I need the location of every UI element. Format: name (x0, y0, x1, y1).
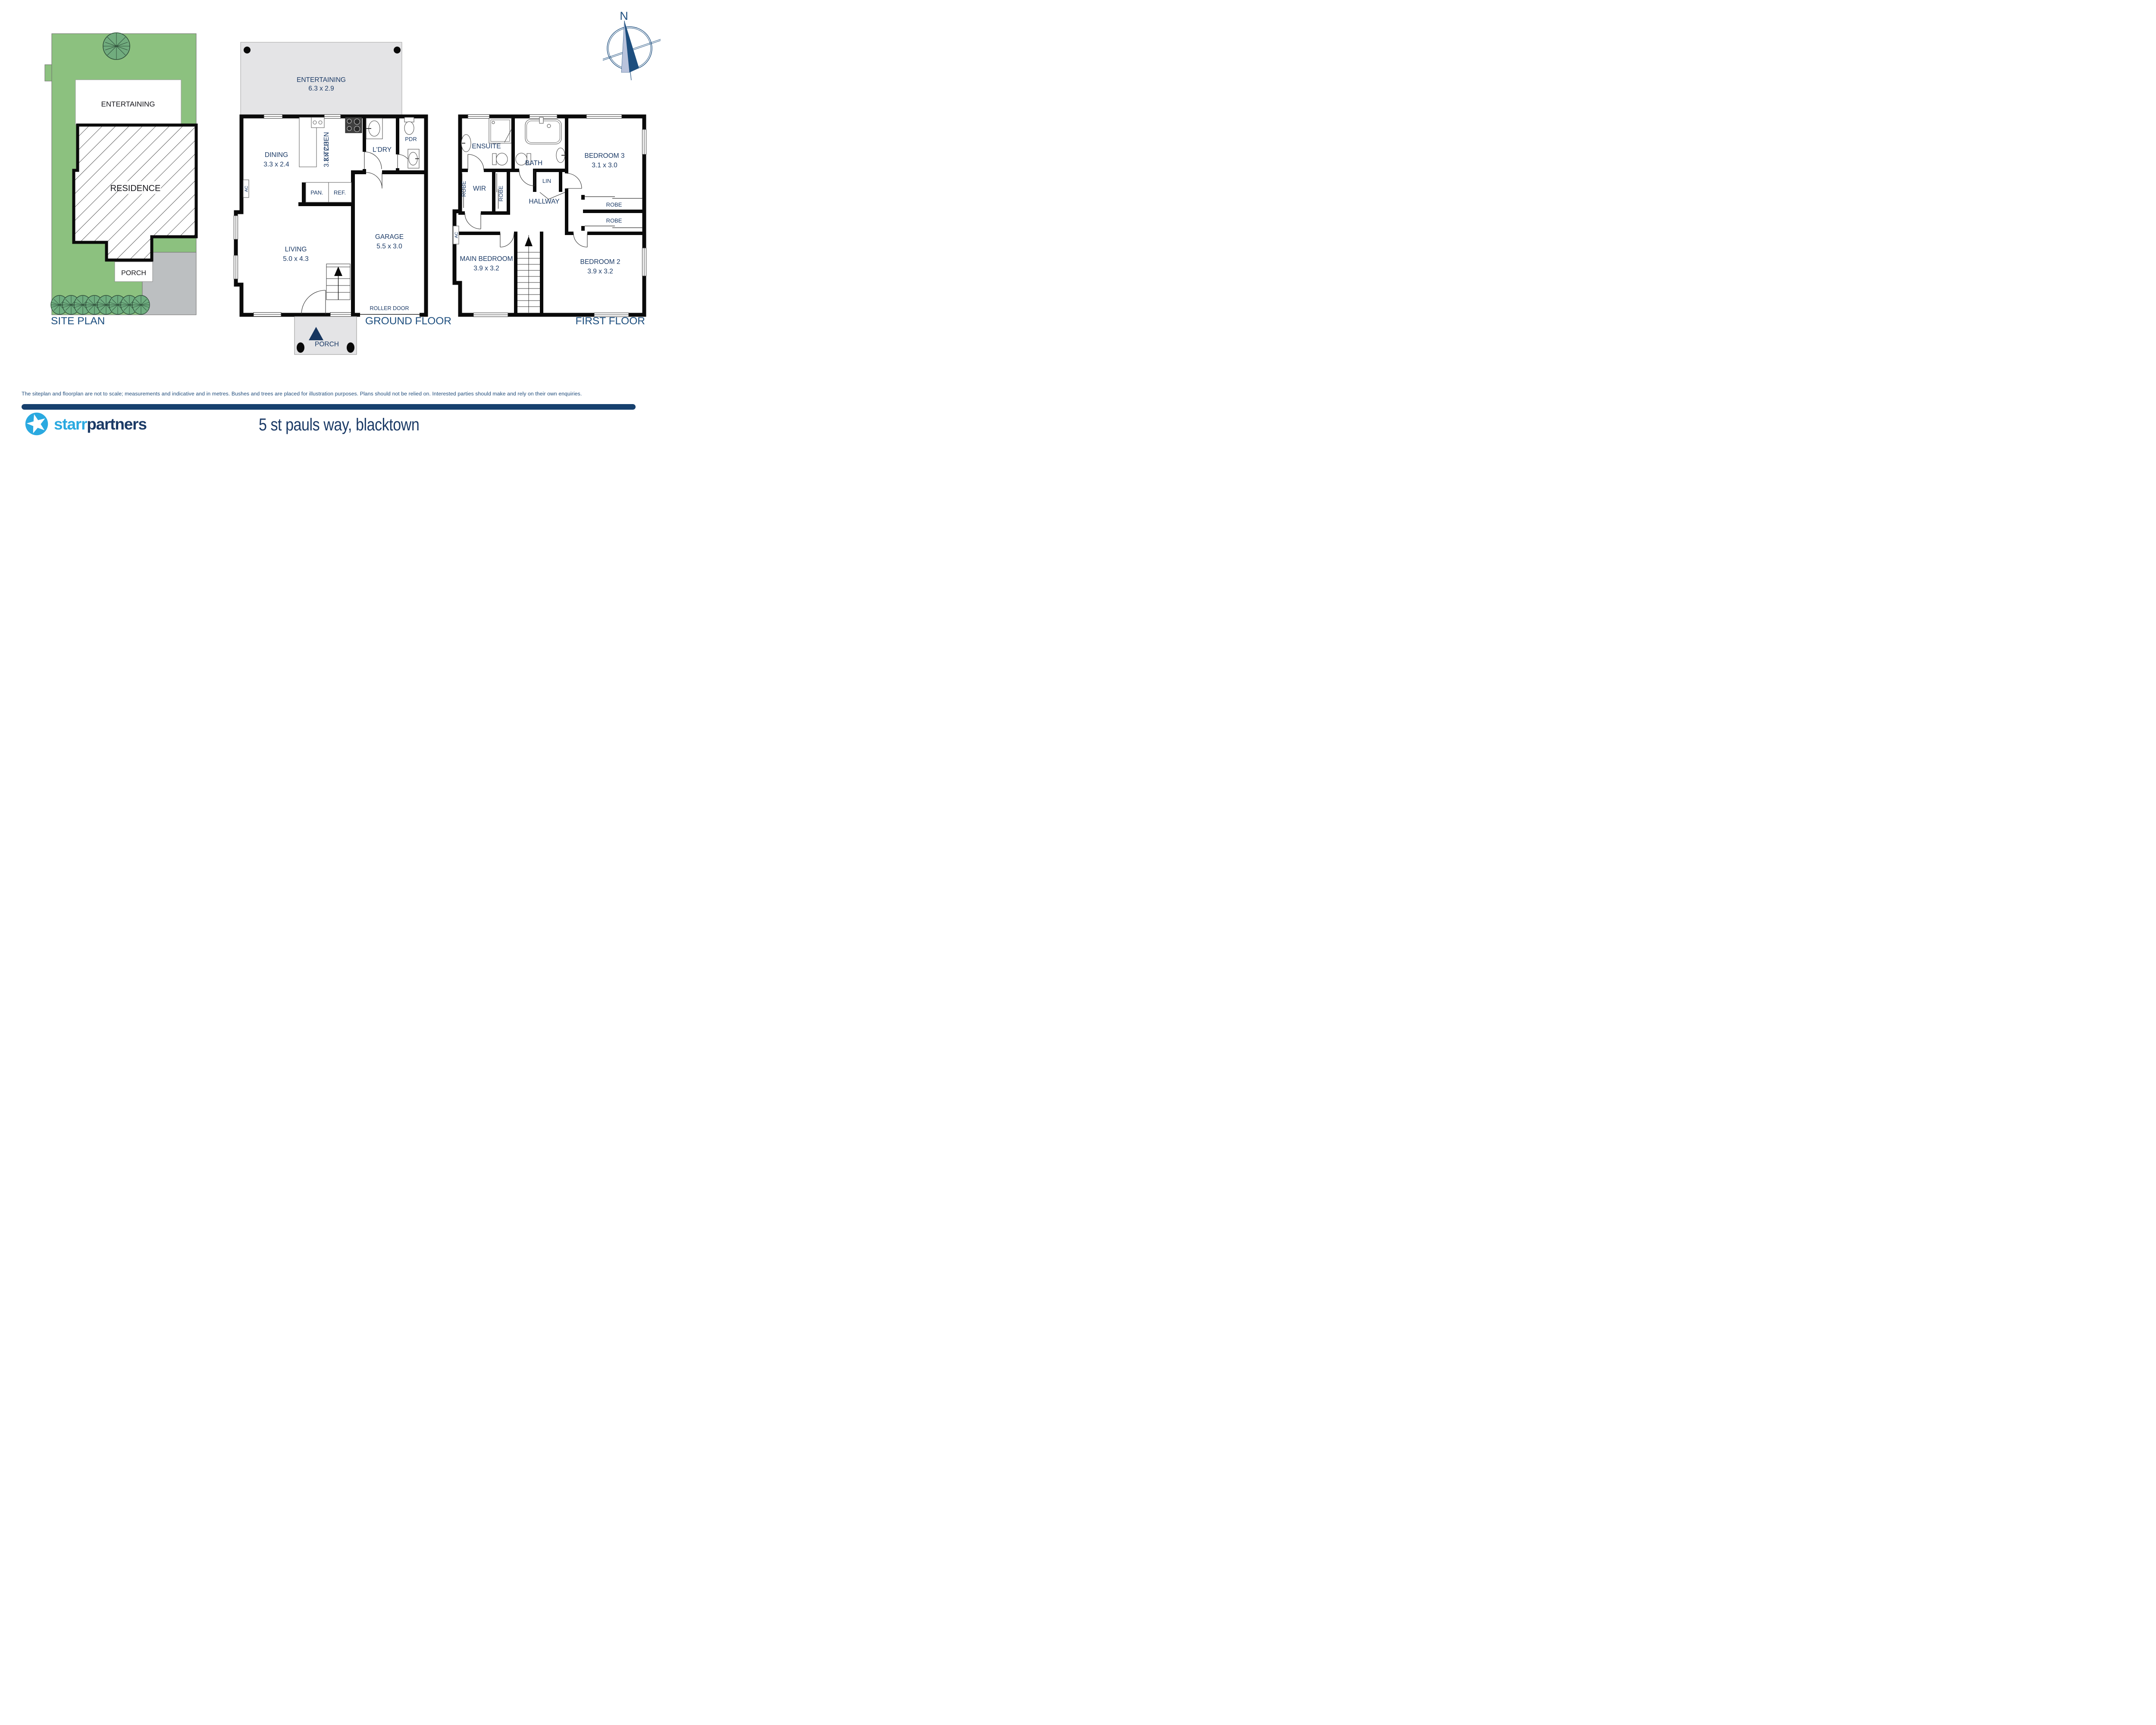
gf-interior-walls (298, 116, 428, 317)
living-dims: 5.0 x 4.3 (283, 255, 308, 263)
lin-label: LIN (542, 178, 551, 184)
bath-basin-icon (556, 147, 565, 163)
property-address: 5 st pauls way, blacktown (258, 415, 419, 434)
laundry-tub-icon (366, 118, 383, 139)
gf-outer-walls (234, 114, 428, 317)
porch-post-icon (297, 342, 304, 353)
ff-outer-walls (452, 114, 646, 317)
gf-window (234, 114, 354, 317)
kitchen-sink-icon (311, 117, 325, 128)
star-logo-icon (25, 412, 48, 436)
stairs-up-arrow-icon (334, 267, 342, 276)
ff-ac-unit (453, 226, 459, 245)
laundry-label: L'DRY (373, 146, 392, 154)
pantry-box (305, 182, 329, 203)
bath-toilet-icon (515, 153, 531, 166)
site-plan-title: SITE PLAN (51, 315, 105, 327)
site-residence-label-bg (121, 181, 161, 194)
disclaimer-text: The siteplan and floorplan are not to sc… (22, 391, 582, 397)
ensuite-basin-icon (461, 134, 471, 152)
toilet-icon (404, 117, 414, 135)
garage-label: GARAGE (375, 233, 404, 241)
fridge-label: REF. (334, 189, 346, 196)
robe-sliding-doors (461, 173, 642, 228)
living-label: LIVING (285, 246, 307, 253)
ff-window (467, 114, 646, 317)
ff-doors (464, 154, 588, 248)
porch-post-icon (347, 342, 354, 353)
kitchen-dims: 3.3 x 2.3 (323, 141, 330, 167)
floorplan-page: ENTERTAINING RESIDENCE PORCH SITE PLAN E… (0, 0, 666, 444)
first-floor-panel: AC ENSUITE BATH BEDROOM 3 3.1 x 3.0 ROBE… (452, 114, 646, 327)
ensuite-toilet-icon (492, 153, 508, 166)
brand-first-word: starr (54, 415, 87, 433)
gf-ac-label: AC (244, 185, 249, 192)
main-bedroom-label: MAIN BEDROOM (460, 255, 513, 263)
brand-second-word: partners (87, 415, 147, 433)
roller-door: ROLLER DOOR (360, 304, 420, 317)
bedroom3-dims: 3.1 x 3.0 (592, 162, 617, 169)
robe-wall-label: ROBE (461, 181, 467, 197)
footer-divider-bar (22, 404, 636, 410)
bedroom2-dims: 3.9 x 3.2 (587, 268, 613, 275)
gf-stairs (326, 263, 351, 300)
main-bedroom-dims: 3.9 x 3.2 (473, 265, 499, 272)
deck-post-icon (394, 47, 401, 53)
gf-entertaining-label: ENTERTAINING (297, 76, 346, 84)
robe-mid-label: ROBE (498, 185, 504, 201)
site-porch-label: PORCH (121, 270, 146, 277)
dining-dims: 3.3 x 2.4 (263, 161, 289, 168)
gf-entertaining-deck (240, 42, 402, 117)
compass-n-label: N (620, 9, 628, 22)
site-plan-panel: ENTERTAINING RESIDENCE PORCH SITE PLAN (44, 32, 198, 327)
ensuite-label: ENSUITE (472, 143, 501, 150)
first-floor-title: FIRST FLOOR (575, 315, 645, 327)
site-entertaining-area (75, 79, 182, 125)
compass-needle-dark (624, 21, 639, 72)
ff-ac-label: AC (454, 232, 459, 238)
site-porch-area (114, 261, 153, 282)
ground-floor-title: GROUND FLOOR (365, 315, 451, 327)
ff-stairs (517, 235, 540, 313)
entry-arrow-icon (309, 327, 323, 340)
deck-post-icon (244, 47, 251, 53)
garage-dims: 5.5 x 3.0 (376, 243, 402, 250)
fridge-box (328, 182, 352, 203)
dining-label: DINING (265, 151, 288, 159)
gf-entertaining-dims: 6.3 x 2.9 (308, 85, 334, 92)
stairs-up-arrow-icon (525, 236, 533, 246)
robe-bed3-label: ROBE (606, 201, 622, 208)
robe-bed2-label: ROBE (606, 217, 622, 224)
roller-door-label: ROLLER DOOR (370, 305, 409, 311)
kitchen-label: KITCHEN (323, 132, 330, 161)
bedroom3-label: BEDROOM 3 (584, 152, 624, 160)
gf-porch: PORCH (294, 316, 357, 355)
bath-label: BATH (525, 160, 542, 167)
pantry-label: PAN. (310, 189, 323, 196)
site-residence-label: RESIDENCE (110, 184, 161, 193)
kitchen-labels: KITCHEN 3.3 x 2.3 (323, 132, 330, 167)
wir-label: WIR (473, 185, 486, 192)
stove-icon (345, 117, 362, 133)
site-boundary-notch (44, 64, 53, 82)
hallway-label: HALLWAY (529, 198, 559, 205)
bedroom2-label: BEDROOM 2 (580, 258, 620, 266)
basin-icon (407, 149, 420, 169)
gf-ac-unit (243, 179, 249, 198)
site-entertaining-label: ENTERTAINING (101, 100, 155, 108)
powder-label: PDR (405, 136, 417, 142)
site-tree-icon (103, 32, 130, 60)
gf-doors (301, 151, 412, 315)
shower-icon (489, 118, 512, 144)
floorplan-drawing: ENTERTAINING RESIDENCE PORCH SITE PLAN E… (44, 9, 661, 355)
compass-icon: N (602, 9, 661, 81)
ground-floor-panel: ENTERTAINING 6.3 x 2.9 (234, 42, 451, 355)
bathtub-icon (525, 117, 562, 144)
kitchen-bench (299, 117, 317, 167)
site-bush-row (50, 295, 150, 315)
gf-porch-label: PORCH (315, 341, 339, 348)
